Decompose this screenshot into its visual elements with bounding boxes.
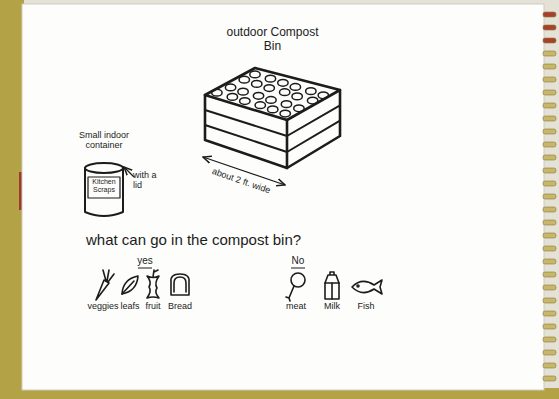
scrap-blob <box>264 85 274 92</box>
compost-bin: outdoor Compost Bin <box>195 24 350 174</box>
bread-icon <box>171 274 189 295</box>
lid-note: with a lid <box>133 170 167 191</box>
scrap-blob <box>252 80 262 87</box>
scrap-blob <box>238 88 248 95</box>
yes-heading: yes <box>130 255 160 267</box>
spiral-ring <box>543 194 556 199</box>
scrap-blob <box>281 101 291 108</box>
apple-core-icon <box>147 270 159 298</box>
scrap-blob <box>278 79 288 86</box>
spiral-ring <box>543 337 556 342</box>
scrap-blob <box>307 97 317 104</box>
milk-carton-icon <box>325 272 339 299</box>
spiral-ring <box>543 207 556 212</box>
spiral-ring <box>543 64 556 69</box>
item-label: Milk <box>310 301 354 311</box>
scrap-blob <box>255 102 265 109</box>
spiral-ring <box>543 12 556 17</box>
spiral-ring <box>543 142 556 147</box>
spiral-ring <box>543 285 556 290</box>
can-label: Kitchen Scraps <box>86 178 122 194</box>
spiral-ring <box>543 77 556 82</box>
scrap-blob <box>266 97 276 104</box>
spiral-ring <box>543 233 556 238</box>
spiral-ring <box>543 272 556 277</box>
spiral-ring <box>543 103 556 108</box>
scrap-blob <box>225 84 235 91</box>
question-heading: what can go in the compost bin? <box>86 231 386 248</box>
spiral-ring <box>543 51 556 56</box>
scrap-blob <box>212 89 222 96</box>
scrap-blob <box>290 84 300 91</box>
scrap-blob <box>227 93 237 100</box>
book-cover <box>0 0 24 399</box>
spiral-ring <box>543 246 556 251</box>
meat-icon <box>286 273 305 301</box>
item-label: Bread <box>158 301 202 311</box>
scrap-blob <box>280 110 290 117</box>
carrot-icon <box>96 270 114 300</box>
spiral-binding <box>543 12 556 381</box>
spiral-ring <box>543 376 556 381</box>
spiral-ring <box>543 363 556 368</box>
item-label: meat <box>274 301 318 311</box>
spiral-ring <box>543 25 556 30</box>
paper-sheet <box>22 4 544 390</box>
item-label: veggies <box>81 301 125 311</box>
scrap-blob <box>265 75 275 82</box>
bin-heading: outdoor Compost Bin <box>220 26 325 54</box>
container-heading: Small indoor container <box>68 130 140 151</box>
scrap-blob <box>240 98 250 105</box>
spiral-ring <box>543 220 556 225</box>
scrap-blob <box>318 92 328 99</box>
item-label: leafs <box>108 301 152 311</box>
spiral-ring <box>543 259 556 264</box>
no-heading: No <box>283 255 313 267</box>
scrap-blob <box>250 71 260 78</box>
scrap-blob <box>268 106 278 113</box>
leader-arrow <box>124 167 134 177</box>
spiral-ring <box>543 298 556 303</box>
scrap-blob <box>239 76 249 83</box>
underline <box>138 268 152 269</box>
item-label: Fish <box>344 301 388 311</box>
spiral-ring <box>543 311 556 316</box>
scrap-blob <box>306 88 316 95</box>
scrap-blob <box>279 89 289 96</box>
spiral-ring <box>543 324 556 329</box>
spiral-ring <box>543 38 556 43</box>
spiral-ring <box>543 129 556 134</box>
spiral-ring <box>543 350 556 355</box>
underline <box>291 268 305 269</box>
spiral-ring <box>543 116 556 121</box>
leaf-icon <box>122 276 138 294</box>
spiral-ring <box>543 181 556 186</box>
spiral-ring <box>543 90 556 95</box>
scrap-blob <box>294 105 304 112</box>
scrap-blob <box>292 93 302 100</box>
scrap-blob <box>253 92 263 99</box>
spiral-ring <box>543 155 556 160</box>
spiral-ring <box>543 168 556 173</box>
fish-icon <box>352 280 382 294</box>
